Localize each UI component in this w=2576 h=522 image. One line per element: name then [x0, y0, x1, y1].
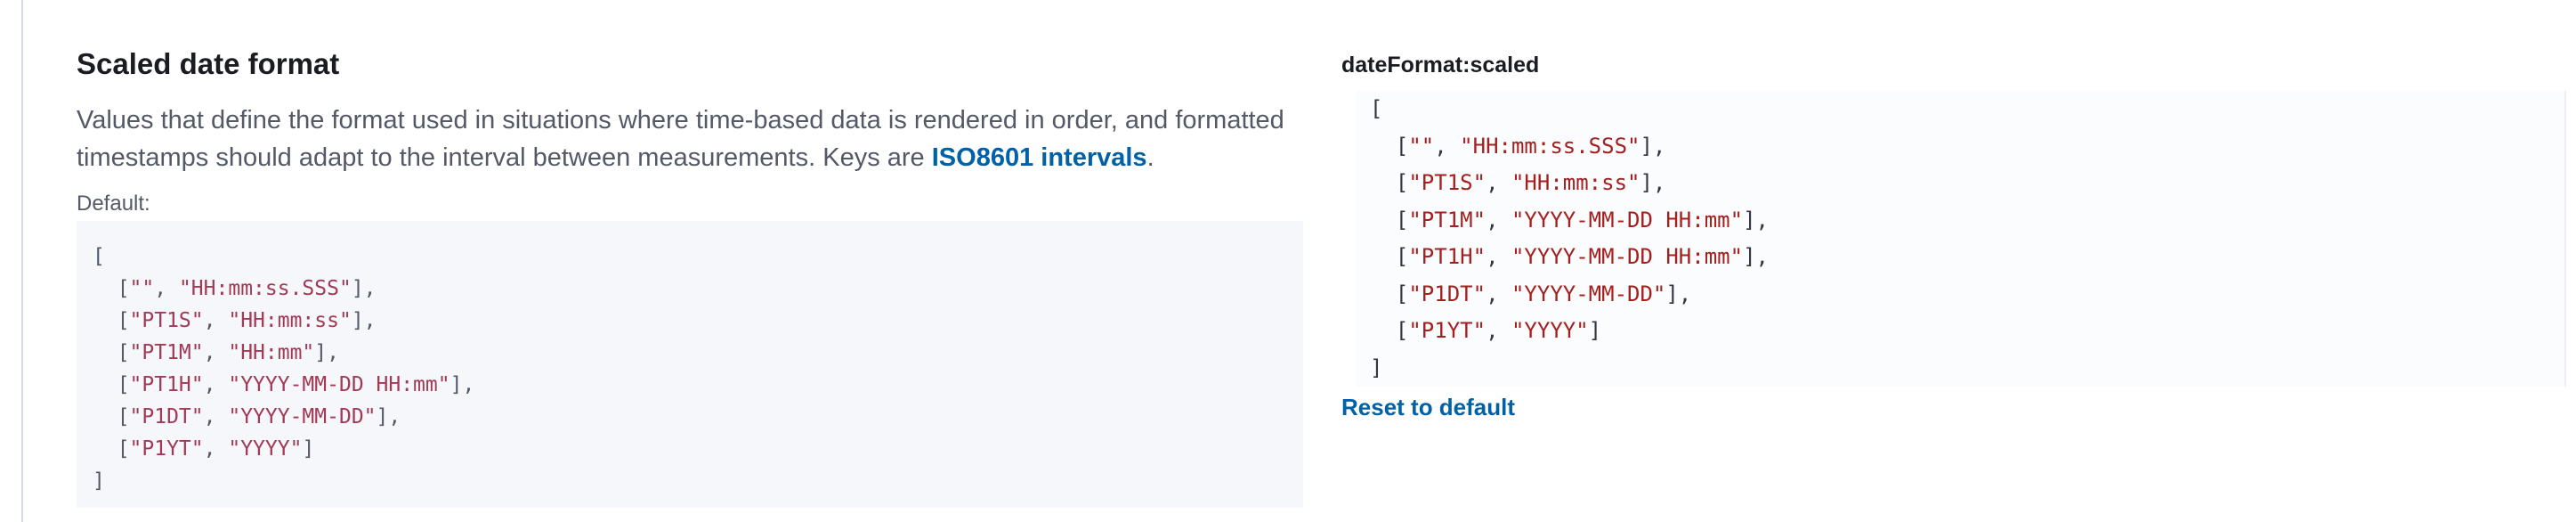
code-line: ["PT1H", "YYYY-MM-DD HH:mm"], [1370, 244, 1769, 269]
setting-key-label: dateFormat:scaled [1341, 53, 1540, 77]
code-line: ["PT1H", "YYYY-MM-DD HH:mm"], [93, 373, 475, 396]
description-end: . [1146, 143, 1154, 172]
code-line: ["P1DT", "YYYY-MM-DD"], [1370, 281, 1692, 306]
editor-code-lines[interactable]: [ ["", "HH:mm:ss.SSS"], ["PT1S", "HH:mm:… [1370, 91, 2564, 387]
setting-description: Values that define the format used in si… [77, 102, 1323, 176]
code-line: ["PT1S", "HH:mm:ss"], [93, 309, 377, 332]
settings-panel: Scaled date format Values that define th… [21, 0, 2576, 522]
code-line: ["PT1M", "HH:mm"], [93, 341, 339, 364]
code-line: ] [93, 469, 105, 493]
code-line: ["PT1M", "YYYY-MM-DD HH:mm"], [1370, 207, 1769, 232]
code-line: ["P1DT", "YYYY-MM-DD"], [93, 405, 401, 428]
code-line: ["", "HH:mm:ss.SSS"], [93, 277, 377, 300]
code-line: ] [1370, 355, 1383, 380]
code-line: ["PT1S", "HH:mm:ss"], [1370, 170, 1666, 195]
setting-title: Scaled date format [77, 47, 340, 80]
default-code-lines: [ ["", "HH:mm:ss.SSS"], ["PT1S", "HH:mm:… [93, 241, 1287, 497]
code-line: ["", "HH:mm:ss.SSS"], [1370, 133, 1666, 159]
json-code-editor[interactable]: [ ["", "HH:mm:ss.SSS"], ["PT1S", "HH:mm:… [1356, 91, 2566, 387]
setting-field-column: dateFormat:scaled [ ["", "HH:mm:ss.SSS"]… [1341, 50, 2566, 420]
default-value-code: [ ["", "HH:mm:ss.SSS"], ["PT1S", "HH:mm:… [77, 221, 1303, 508]
code-line: [ [1370, 96, 1383, 121]
code-line: ["P1YT", "YYYY"] [93, 437, 315, 461]
reset-to-default-link[interactable]: Reset to default [1341, 394, 1516, 420]
setting-description-column: Scaled date format Values that define th… [77, 46, 1303, 508]
code-line: [ [93, 245, 105, 268]
code-line: ["P1YT", "YYYY"] [1370, 318, 1602, 343]
default-label: Default: [77, 192, 150, 216]
iso8601-link[interactable]: ISO8601 intervals [931, 143, 1147, 172]
description-text: Values that define the format used in si… [77, 106, 1284, 172]
